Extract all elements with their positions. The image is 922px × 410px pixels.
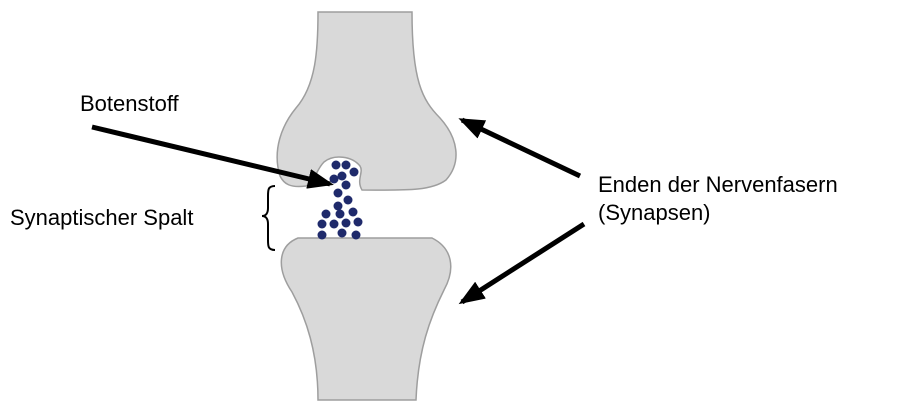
- nerve-endings-label: Enden der Nervenfasern: [598, 172, 838, 197]
- lower-ending-arrow: [462, 224, 584, 302]
- upper-ending-arrow: [462, 120, 580, 176]
- vesicle: [342, 161, 351, 170]
- vesicle: [350, 168, 359, 177]
- upper-nerve-ending: [277, 12, 456, 190]
- vesicle: [336, 210, 345, 219]
- synaptic-cleft-brace: [262, 186, 275, 250]
- vesicle: [342, 219, 351, 228]
- vesicle: [334, 189, 343, 198]
- vesicle: [322, 210, 331, 219]
- synapses-label: (Synapsen): [598, 200, 711, 225]
- vesicle: [318, 220, 327, 229]
- botenstoff-label: Botenstoff: [80, 91, 180, 116]
- vesicle: [330, 175, 339, 184]
- synaptic-cleft-label: Synaptischer Spalt: [10, 205, 193, 230]
- vesicle: [330, 220, 339, 229]
- vesicle: [349, 208, 358, 217]
- vesicle: [342, 181, 351, 190]
- vesicle: [332, 161, 341, 170]
- vesicle: [344, 196, 353, 205]
- vesicle: [334, 202, 343, 211]
- vesicle: [338, 172, 347, 181]
- neurotransmitter-vesicles: [318, 161, 363, 240]
- lower-nerve-ending: [281, 238, 450, 400]
- vesicle: [318, 231, 327, 240]
- vesicle: [338, 229, 347, 238]
- vesicle: [352, 231, 361, 240]
- vesicle: [354, 218, 363, 227]
